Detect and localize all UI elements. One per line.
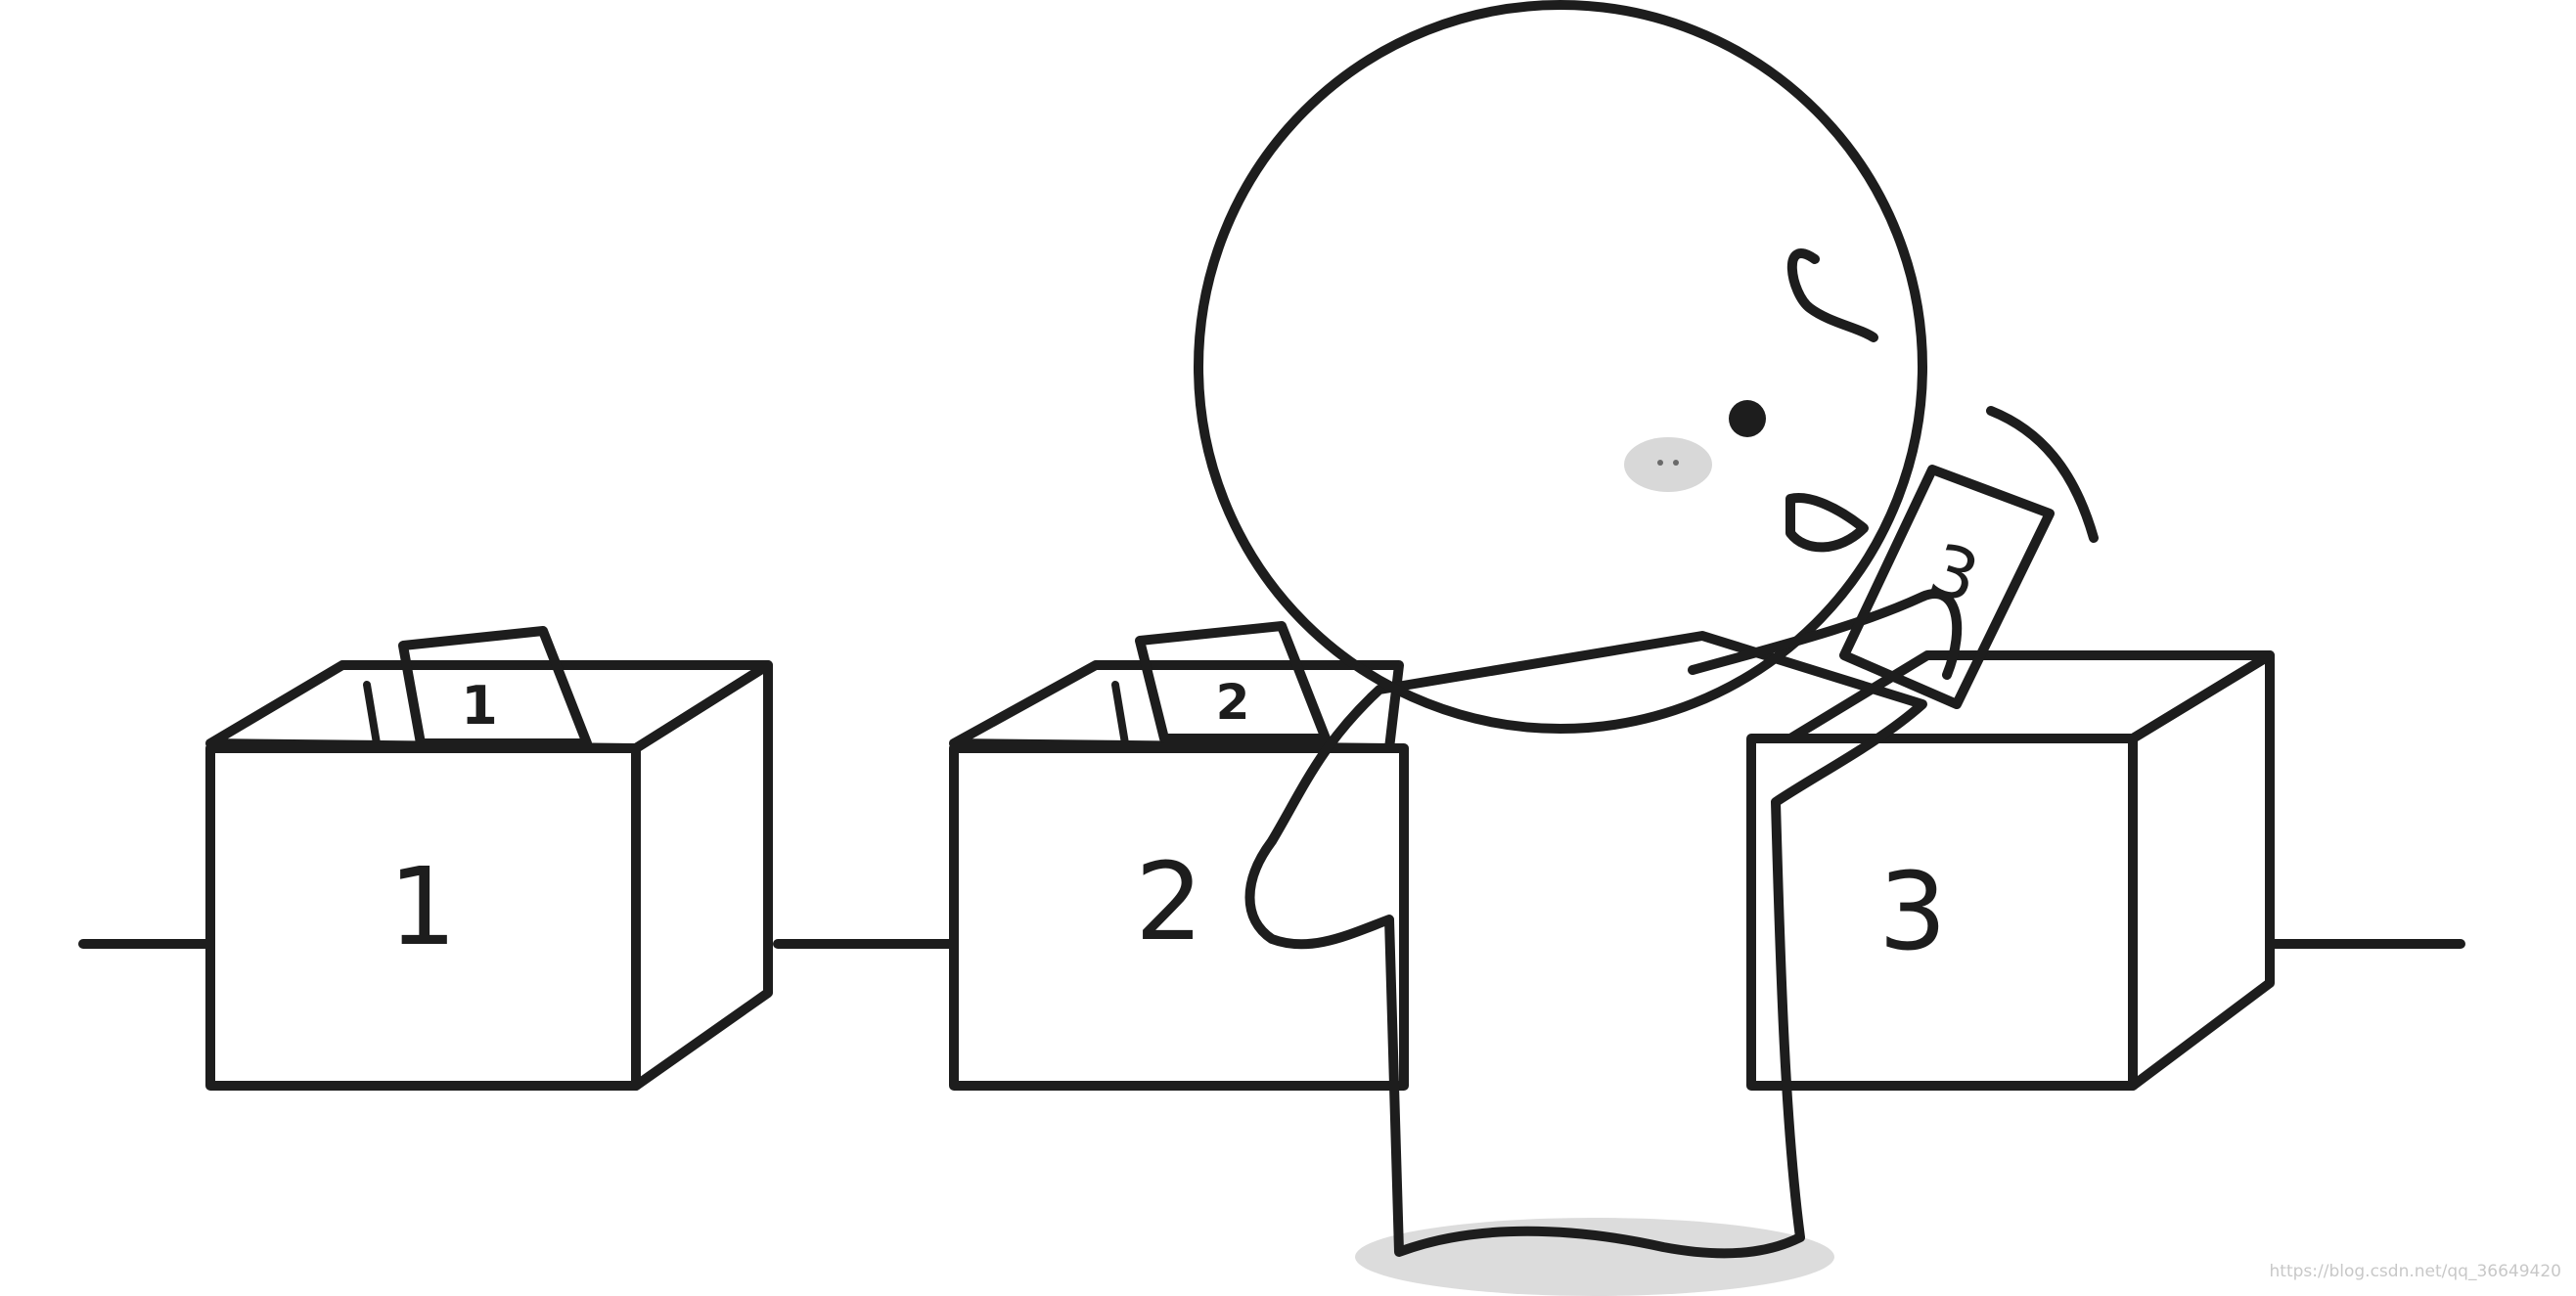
- box-1-front: [205, 743, 641, 1091]
- character-arm: [1688, 589, 1963, 680]
- box-1-number: 1: [388, 844, 457, 969]
- character-ear: [1786, 248, 1878, 342]
- character-head: [1194, 0, 1927, 734]
- box-3-number: 3: [1878, 849, 1947, 974]
- box-2-card: 2: [1135, 621, 1331, 743]
- watermark: https://blog.csdn.net/qq_36649420: [2270, 1262, 2561, 1281]
- box-1-side: [631, 660, 773, 1091]
- box-3-front: [1746, 734, 2138, 1091]
- box-2: 2 2: [949, 621, 1409, 1091]
- character: 3: [1194, 0, 2099, 1259]
- motion-line: [1986, 406, 2099, 543]
- character-body: [1244, 631, 1927, 1259]
- box-1: 1 1: [205, 626, 773, 1091]
- box-2-front: [949, 743, 1409, 1091]
- box-2-number: 2: [1135, 839, 1203, 964]
- box-1-card: 1: [398, 626, 592, 748]
- character-blush: [1624, 437, 1712, 492]
- box-3: 3: [1746, 650, 2275, 1091]
- box-2-card-number: 2: [1216, 674, 1250, 731]
- character-shadow: [1355, 1218, 1834, 1296]
- box-1-card-number: 1: [461, 675, 498, 737]
- character-mouth: [1785, 493, 1869, 553]
- character-eye: [1729, 400, 1766, 437]
- box-3-side: [2128, 650, 2275, 1091]
- held-card-number: 3: [1921, 527, 1989, 619]
